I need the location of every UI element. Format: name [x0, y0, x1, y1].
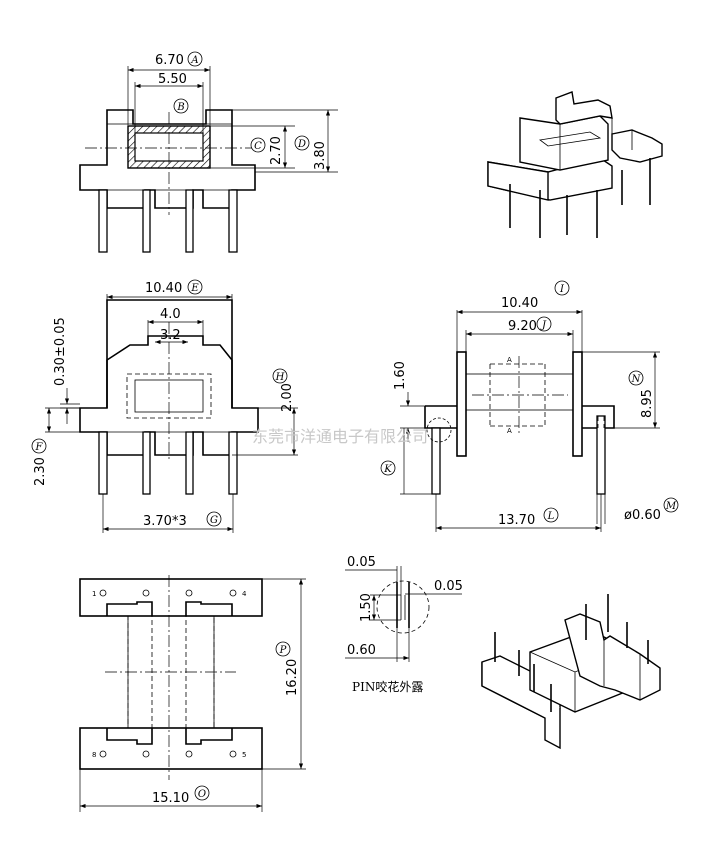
label-f: F: [35, 442, 44, 453]
pin: [185, 189, 194, 253]
dim-inner2-value: 3.2: [160, 328, 181, 343]
label-k: K: [383, 464, 392, 475]
label-d: D: [297, 139, 306, 150]
side-view: A A 10.40 I 9.20 J 1.60 K 8.95: [380, 280, 679, 532]
dim-m-value: ø0.60: [624, 508, 661, 523]
pin-dim-width: 0.60: [347, 643, 376, 658]
pin-detail-caption: PIN咬花外露: [352, 679, 423, 694]
label-b: B: [176, 102, 184, 113]
pin-label-5: 5: [242, 751, 246, 759]
pin: [142, 189, 151, 253]
isometric-view-2: [481, 594, 661, 750]
label-n: N: [631, 374, 642, 385]
dim-a-value: 6.70: [155, 53, 184, 68]
label-l: L: [547, 511, 555, 522]
label-j: J: [540, 320, 547, 331]
dim-inner1-value: 4.0: [160, 307, 181, 322]
label-a: A: [190, 55, 198, 66]
label-e: E: [190, 283, 199, 294]
pin: [228, 431, 238, 495]
pin-dim-top: 0.05: [347, 555, 376, 570]
pin: [98, 431, 108, 495]
dim-f-value: 2.30: [33, 457, 48, 486]
label-g: G: [210, 515, 218, 526]
label-a-circle: [187, 51, 203, 67]
pin-detail: 1.50 0.05 0.05 0.60 PIN咬花外露: [345, 555, 463, 694]
dim-h-value: 2.00: [280, 383, 295, 412]
section-mark-bottom: A: [507, 427, 512, 435]
top-view: 6.70 A 5.50 B C 2.70 3.80 D: [79, 51, 338, 253]
label-c: C: [254, 141, 262, 152]
label-m: M: [665, 501, 677, 512]
bottom-view: 1 4 8 5 16.20 P 15.10 O: [79, 575, 306, 812]
label-i: I: [559, 284, 565, 295]
pin: [228, 189, 238, 253]
dim-k-value: 1.60: [393, 361, 408, 390]
dim-p-value: 16.20: [285, 659, 300, 696]
pin-dim-height: 1.50: [359, 593, 374, 622]
dim-i-value: 10.40: [501, 296, 538, 311]
dim-j-value: 9.20: [508, 319, 537, 334]
pin-dim-right: 0.05: [434, 579, 463, 594]
dim-g-value: 3.70*3: [143, 514, 187, 529]
dim-flange-value: 0.30±0.05: [53, 317, 68, 386]
pin-label-4: 4: [242, 590, 247, 598]
dim-c-value: 2.70: [269, 136, 284, 165]
isometric-view-1: [487, 91, 663, 238]
label-p: P: [279, 645, 287, 656]
dim-e-value: 10.40: [145, 281, 182, 296]
dim-b-value: 5.50: [158, 72, 187, 87]
dim-d-value: 3.80: [313, 141, 328, 170]
pin: [142, 431, 151, 495]
pin: [98, 189, 108, 253]
front-view: 10.40 E 4.0 3.2 0.30±0.05 2.30 F 2.00 H: [31, 279, 298, 533]
pin: [185, 431, 194, 495]
watermark: 东莞市洋通电子有限公司: [252, 427, 428, 446]
dim-n-value: 8.95: [640, 389, 655, 418]
dim-o-value: 15.10: [152, 791, 189, 806]
pin-label-1: 1: [92, 590, 96, 598]
section-mark-top: A: [507, 356, 512, 364]
dim-l-value: 13.70: [498, 513, 535, 528]
label-h: H: [275, 372, 285, 383]
pin-label-8: 8: [92, 751, 96, 759]
label-o: O: [198, 789, 206, 800]
pin: [431, 427, 441, 495]
